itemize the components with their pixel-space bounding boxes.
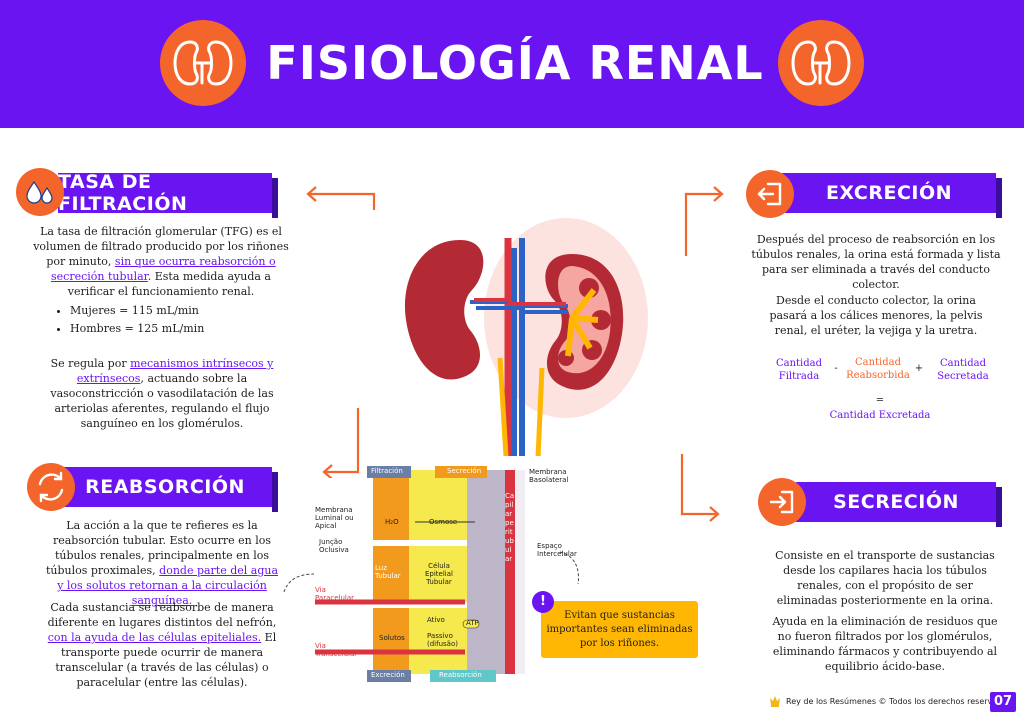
footer-copyright: Rey de los Resúmenes © Todos los derecho… xyxy=(786,697,1012,706)
kidney-illustration xyxy=(404,218,648,456)
dashed-arrow-icon xyxy=(559,551,579,585)
diag-reabsorcion: Reabsorción xyxy=(439,671,482,679)
arrow-up-right-icon xyxy=(684,186,724,256)
diag-atp: ATP xyxy=(466,619,479,627)
diag-excrecion: Excreción xyxy=(371,671,405,679)
diag-celula: Célula Epitelial Tubular xyxy=(425,562,453,586)
page-number: 07 xyxy=(990,692,1016,712)
list-item: Hombres = 125 mL/min xyxy=(70,320,276,338)
diag-luz: Luz Tubular xyxy=(375,564,401,580)
crown-icon xyxy=(770,696,780,707)
arrow-down-right-icon xyxy=(680,454,720,522)
diag-secrecion: Secreción xyxy=(447,467,482,475)
excrecion-paragraph-2: Desde el conducto colector, la orina pas… xyxy=(769,294,983,337)
diag-membrana-basolateral: Membrana Basolateral xyxy=(529,468,569,484)
formula-filtrada: Cantidad Filtrada xyxy=(775,358,823,382)
kidney-icon xyxy=(160,20,246,106)
diag-filtracion: Filtración xyxy=(371,467,403,475)
list-item: Mujeres = 115 mL/min xyxy=(70,302,276,320)
kidney-icon xyxy=(778,20,864,106)
arrow-left-icon xyxy=(306,186,376,210)
water-drops-icon xyxy=(16,168,64,216)
diag-h2o: H₂O xyxy=(385,518,399,526)
excrecion-paragraph-1: Después del proceso de reabsorción en lo… xyxy=(751,233,1001,291)
formula-plus: + xyxy=(914,363,924,374)
secrecion-paragraph-1: Consiste en el transporte de sustancias … xyxy=(775,549,995,607)
tubule-diagram: Filtración Secreción Excreción Reabsorci… xyxy=(315,462,580,684)
diag-osmose: Osmose xyxy=(429,518,458,526)
note-box: Evitan que sustancias importantes sean e… xyxy=(541,601,698,658)
page-title: FISIOLOGÍA RENAL xyxy=(266,36,764,90)
diag-passivo: Passivo (difusão) xyxy=(427,632,458,648)
arrow-down-left-icon xyxy=(322,408,360,478)
diag-via-paracelular: Via Paracelular xyxy=(315,586,355,602)
diag-espaco: Espaço Intercelular xyxy=(537,542,577,558)
formula-equals: = xyxy=(875,395,885,406)
diag-juncao: Junção Oclusiva xyxy=(319,538,349,554)
diag-via-transcelular: Via Transcelular xyxy=(315,642,358,658)
formula-excretada: Cantidad Excretada xyxy=(829,410,931,421)
section-title-reabsorcion: REABSORCIÓN xyxy=(58,467,278,512)
diag-solutos: Solutos xyxy=(379,634,405,642)
secrecion-paragraph-2: Ayuda en la eliminación de residuos que … xyxy=(772,615,998,673)
section-title-secrecion: SECRECIÓN xyxy=(796,482,1002,527)
diag-capilar: Capilar peritubular xyxy=(505,492,515,563)
diag-ativo: Ativo xyxy=(427,616,445,624)
recycle-icon xyxy=(27,463,75,511)
enter-icon xyxy=(758,478,806,526)
formula-reabsorbida: Cantidad Reabsorbida xyxy=(846,357,910,381)
section-title-tasa: TASA DE FILTRACIÓN xyxy=(58,171,278,218)
diag-membrana-luminal: Membrana Luminal ou Apical xyxy=(315,506,354,530)
dashed-arrow-icon xyxy=(283,573,315,593)
reabsorcion-paragraph-1: La acción a la que te refieres es la rea… xyxy=(45,519,279,607)
tasa-paragraph-1: La tasa de filtración glomerular (TFG) e… xyxy=(33,225,289,298)
tasa-paragraph-2: Se regula por mecanismos intrínsecos y e… xyxy=(50,357,274,430)
formula-secretada: Cantidad Secretada xyxy=(937,358,989,382)
reabsorcion-paragraph-2: Cada sustancia se reabsorbe de manera di… xyxy=(47,601,277,689)
exit-icon xyxy=(746,170,794,218)
tasa-bullets: Mujeres = 115 mL/min Hombres = 125 mL/mi… xyxy=(56,302,276,338)
alert-icon: ! xyxy=(532,591,554,613)
section-title-excrecion: EXCRECIÓN xyxy=(782,173,1002,218)
formula-minus: - xyxy=(834,363,838,374)
